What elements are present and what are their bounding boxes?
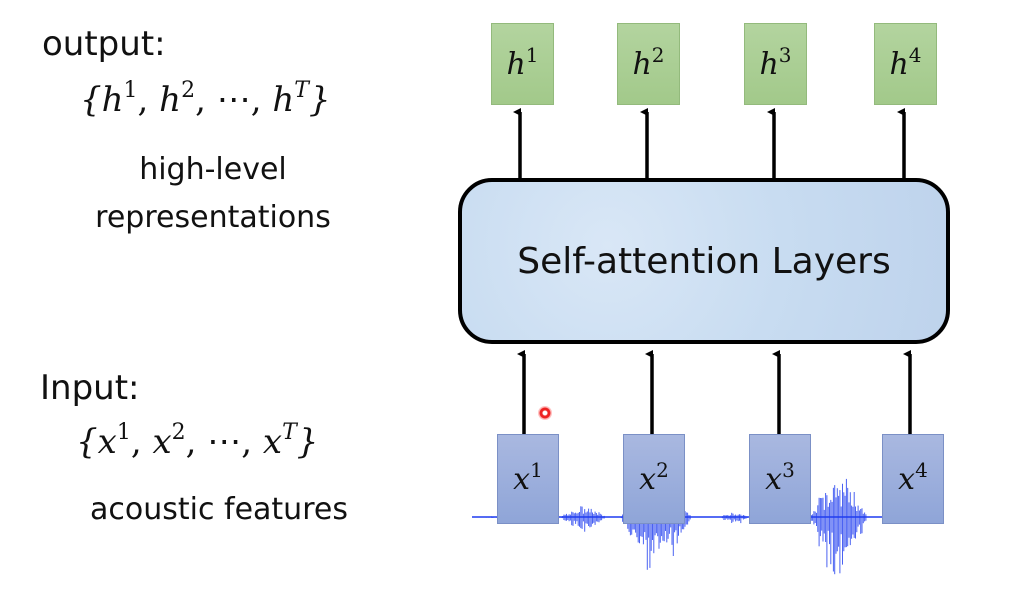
input-item-T: xT	[262, 420, 297, 463]
output-heading: output:	[42, 24, 166, 64]
brace-close: }	[296, 422, 319, 462]
brace-open: {	[80, 80, 102, 120]
input-description: acoustic features	[90, 492, 348, 527]
input-box-x2: x2	[623, 434, 685, 524]
output-box-h2: h2	[617, 23, 680, 105]
output-item-ellipsis: ⋯,	[216, 80, 273, 120]
output-box-h1: h1	[491, 23, 554, 105]
output-description-line1: high-level	[139, 152, 287, 187]
brace-open: {	[76, 422, 98, 462]
output-description-line2: representations	[95, 200, 331, 235]
input-box-x4: x4	[882, 434, 944, 524]
self-attention-block: Self-attention Layers	[458, 178, 950, 344]
input-box-x1: x1	[497, 434, 559, 524]
brace-close: }	[308, 80, 331, 120]
input-item-ellipsis: ⋯,	[207, 422, 263, 462]
input-set-formula: {x1, x2, ⋯, xT}	[76, 420, 319, 463]
input-item-1: x1,	[97, 420, 153, 463]
output-set-formula: {h1, h2, ⋯, hT}	[80, 78, 331, 121]
output-box-h3: h3	[744, 23, 807, 105]
input-heading: Input:	[40, 368, 140, 408]
output-item-2: h2,	[159, 78, 217, 121]
output-item-T: hT	[272, 78, 309, 121]
output-box-h4: h4	[874, 23, 937, 105]
self-attention-label: Self-attention Layers	[517, 240, 891, 282]
input-item-2: x2,	[152, 420, 208, 463]
pointer-cursor-icon	[538, 406, 552, 420]
output-item-1: h1,	[101, 78, 160, 121]
input-box-x3: x3	[749, 434, 811, 524]
